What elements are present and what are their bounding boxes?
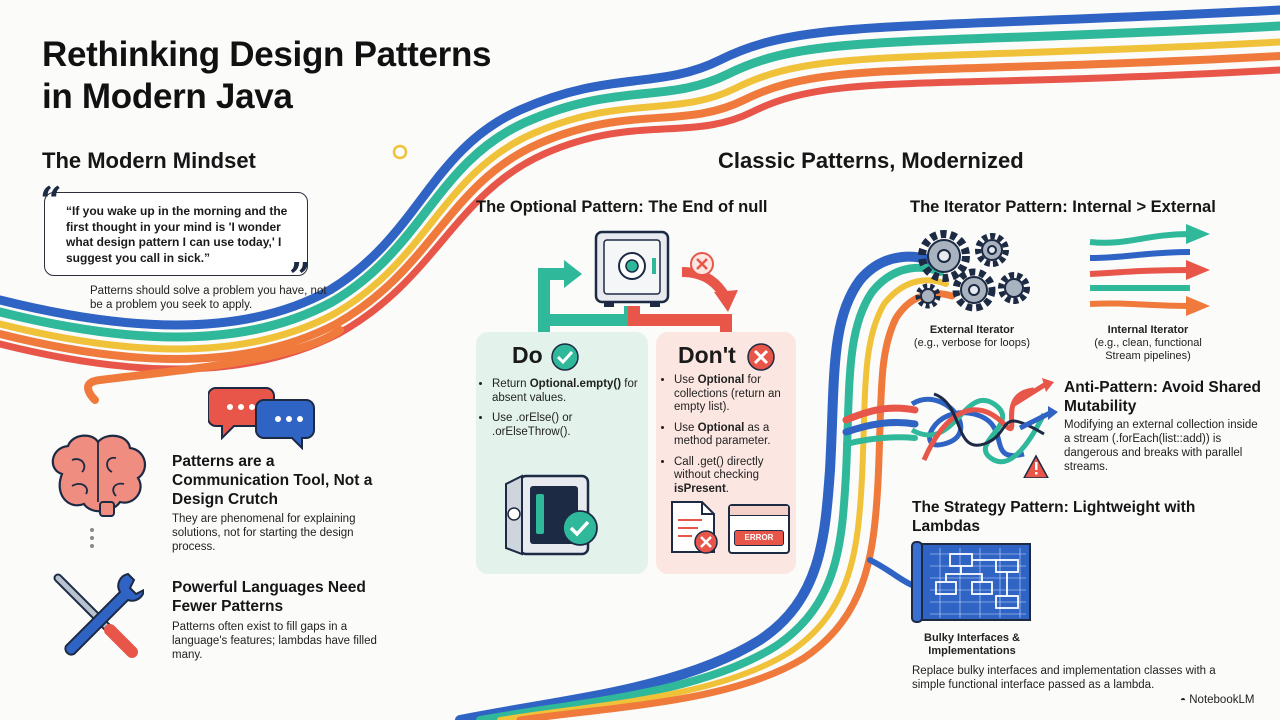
- blueprint-diagram-icon: [911, 541, 1031, 623]
- quote-box: [44, 192, 308, 276]
- brand-name: NotebookLM: [1189, 694, 1255, 706]
- dont-item: Use Optional for collections (return an …: [674, 374, 790, 415]
- optional-safe-flow-icon: [538, 230, 738, 334]
- gears-icon: [915, 230, 1030, 312]
- error-window: ERROR: [728, 504, 790, 554]
- communication-heading: Patterns are a Communication Tool, Not a…: [172, 453, 373, 508]
- dont-item: Call .get() directly without checking is…: [674, 456, 790, 497]
- classic-patterns-heading: Classic Patterns, Modernized: [718, 148, 1024, 173]
- stream-arrows-icon: [1089, 224, 1210, 316]
- do-item: Use .orElse() or .orElseThrow().: [492, 412, 640, 439]
- dont-item: Use Optional as a method parameter.: [674, 422, 790, 449]
- anti-pattern-heading: Anti-Pattern: Avoid Shared Mutability: [1064, 379, 1261, 415]
- dont-label: Don't: [678, 342, 736, 368]
- optional-pattern-heading: The Optional Pattern: The End of null: [476, 198, 768, 216]
- dont-list: Use Optional for collections (return an …: [662, 374, 790, 496]
- iterator-pattern-heading: The Iterator Pattern: Internal > Externa…: [910, 198, 1216, 216]
- languages-heading: Powerful Languages Need Fewer Patterns: [172, 579, 366, 615]
- quote-text: “If you wake up in the morning and the f…: [66, 204, 288, 265]
- chat-bubbles-icon: [208, 387, 315, 450]
- open-quote-icon: “: [40, 178, 62, 223]
- error-label: ERROR: [734, 530, 784, 546]
- strategy-diagram-label: Bulky Interfaces & Implementations: [924, 632, 1020, 657]
- x-circle-icon: [747, 343, 775, 371]
- strategy-body: Replace bulky interfaces and implementat…: [912, 665, 1216, 691]
- close-quote-icon: ”: [289, 254, 311, 299]
- external-iterator-label: External Iterator (e.g., verbose for loo…: [904, 324, 1040, 350]
- do-label: Do: [512, 342, 543, 368]
- strategy-heading: The Strategy Pattern: Lightweight with L…: [912, 499, 1196, 535]
- anti-pattern-body: Modifying an external collection inside …: [1064, 419, 1258, 473]
- do-item: Return Optional.empty() for absent value…: [492, 378, 640, 405]
- internal-iterator-note: (e.g., clean, functional Stream pipeline…: [1094, 337, 1202, 362]
- error-window-titlebar: [730, 506, 788, 516]
- internal-iterator-label: Internal Iterator (e.g., clean, function…: [1078, 324, 1218, 363]
- dont-list-box: Use Optional for collections (return an …: [662, 374, 790, 498]
- title-line-2: in Modern Java: [42, 77, 293, 116]
- brain-icon: [51, 434, 147, 517]
- quote-note: Patterns should solve a problem you have…: [90, 285, 327, 311]
- title-line-1: Rethinking Design Patterns: [42, 35, 492, 74]
- document-error-icon: [671, 501, 718, 554]
- open-safe-check-icon: [505, 474, 598, 556]
- tangled-knot-icon: [910, 378, 1058, 478]
- modern-mindset-heading: The Modern Mindset: [42, 148, 256, 173]
- notebooklm-logo-icon: ◓: [1180, 695, 1187, 706]
- external-iterator-note: (e.g., verbose for loops): [913, 337, 1031, 349]
- brand-mark: ◓ NotebookLM: [1180, 694, 1254, 706]
- do-list: Return Optional.empty() for absent value…: [480, 378, 640, 439]
- internal-iterator-title: Internal Iterator: [1107, 324, 1189, 336]
- page-title: Rethinking Design Patterns in Modern Jav…: [42, 34, 642, 118]
- do-list-box: Return Optional.empty() for absent value…: [480, 378, 640, 468]
- tools-icon: [53, 572, 144, 658]
- languages-body: Patterns often exist to fill gaps in a l…: [172, 621, 377, 661]
- check-circle-icon: [551, 343, 579, 371]
- communication-body: They are phenomenal for explaining solut…: [172, 513, 356, 553]
- external-iterator-title: External Iterator: [929, 324, 1015, 336]
